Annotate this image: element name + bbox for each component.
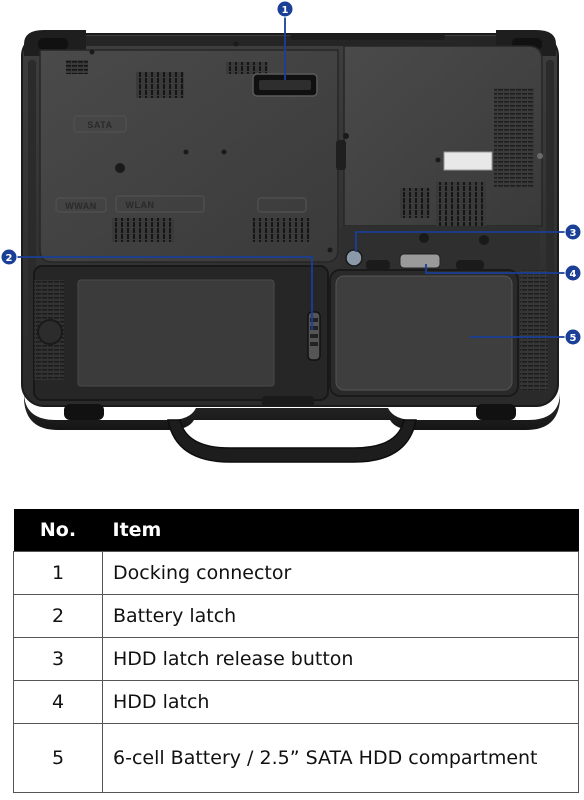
hdd-cover-panel xyxy=(336,45,543,230)
callout-2: 2 xyxy=(0,248,313,330)
callout-1: 1 xyxy=(276,0,294,80)
hdd-latch-area xyxy=(340,226,540,274)
table-row: 2 Battery latch xyxy=(13,594,579,638)
carry-handle xyxy=(24,392,560,463)
table-row: 1 Docking connector xyxy=(13,551,579,595)
table-row: 4 HDD latch xyxy=(13,680,579,724)
sata-label: SATA xyxy=(87,120,112,130)
callout-5: 5 xyxy=(470,328,582,346)
wlan-label: WLAN xyxy=(126,200,155,210)
column-header-no: No. xyxy=(13,509,103,552)
callout-4-number: 4 xyxy=(570,269,577,280)
callout-4: 4 xyxy=(425,264,582,282)
row-number: 1 xyxy=(13,551,103,595)
row-number: 3 xyxy=(13,637,103,681)
hdd-latch-release-button xyxy=(345,249,363,267)
laptop-bottom-figure: SATA WWAN WLAN xyxy=(0,0,582,463)
legend-table-container: No. Item 1 Docking connector 2 Battery l… xyxy=(13,509,579,793)
table-row: 3 HDD latch release button xyxy=(13,637,579,681)
row-item: HDD latch xyxy=(102,680,579,724)
callout-3: 3 xyxy=(355,223,582,252)
callout-2-number: 2 xyxy=(6,253,13,264)
battery-pack xyxy=(33,265,329,406)
row-item: 6-cell Battery / 2.5” SATA HDD compartme… xyxy=(102,723,579,793)
row-item: HDD latch release button xyxy=(102,637,579,681)
legend-table: No. Item 1 Docking connector 2 Battery l… xyxy=(13,509,579,793)
callout-3-number: 3 xyxy=(570,228,577,239)
wwan-label: WWAN xyxy=(65,201,97,211)
column-header-item: Item xyxy=(102,509,579,552)
table-header-row: No. Item xyxy=(13,509,579,552)
row-number: 4 xyxy=(13,680,103,724)
row-number: 5 xyxy=(13,723,103,793)
callout-5-number: 5 xyxy=(570,333,577,344)
hdd-battery-compartment xyxy=(329,269,548,397)
hdd-latch xyxy=(399,253,441,269)
memory-panel: SATA WWAN WLAN xyxy=(39,41,339,271)
table-row: 5 6-cell Battery / 2.5” SATA HDD compart… xyxy=(13,723,579,793)
laptop-bottom-illustration: SATA WWAN WLAN xyxy=(0,0,582,463)
row-item: Docking connector xyxy=(102,551,579,595)
callout-1-number: 1 xyxy=(282,5,289,16)
row-number: 2 xyxy=(13,594,103,638)
row-item: Battery latch xyxy=(102,594,579,638)
